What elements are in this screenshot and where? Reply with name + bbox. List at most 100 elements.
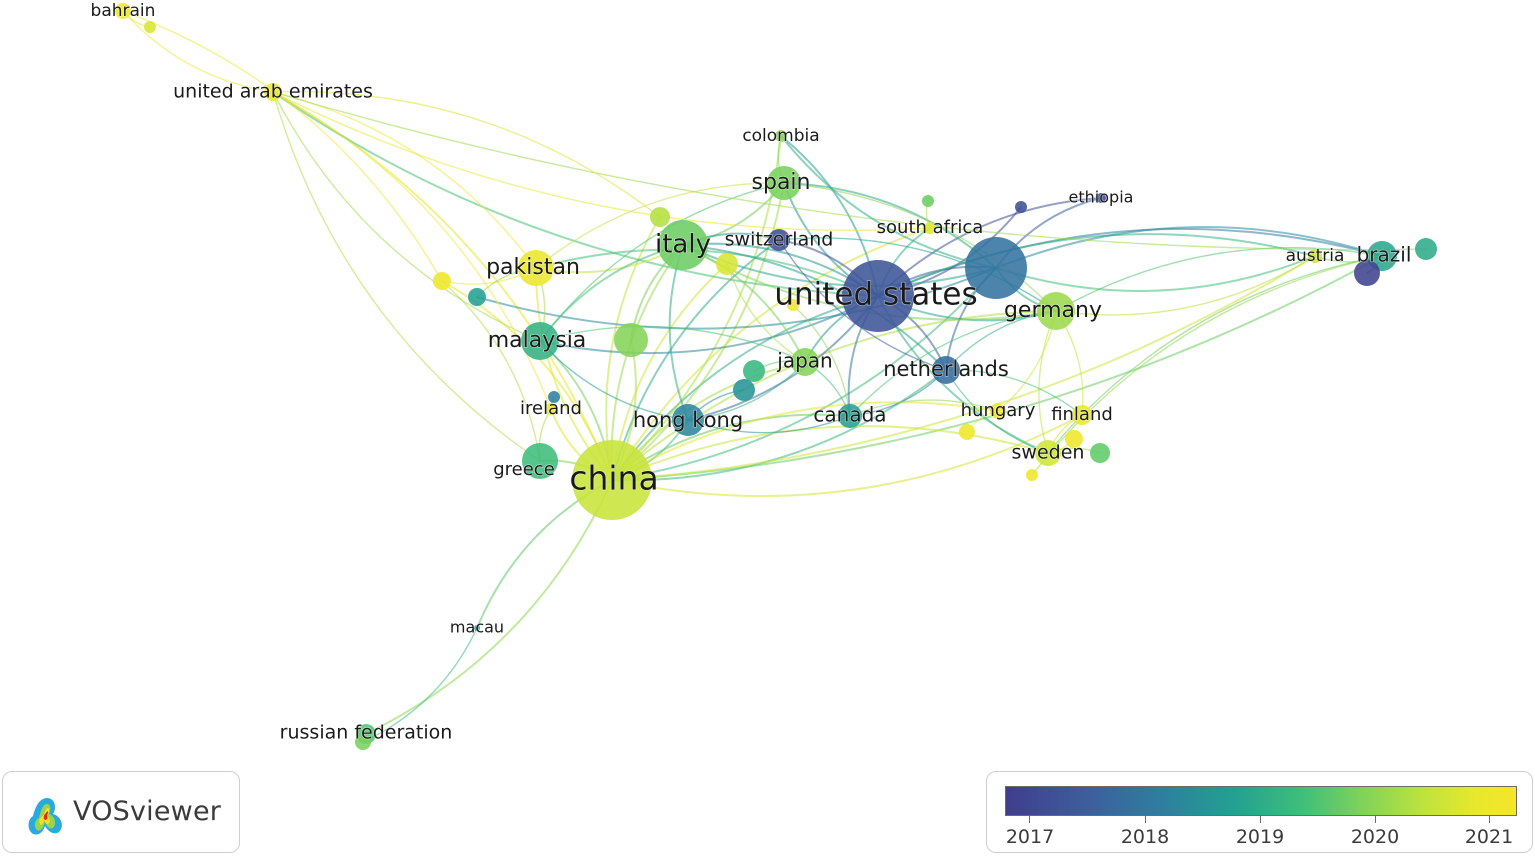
node-unl-5[interactable] — [716, 253, 738, 275]
link-japan-unl-5 — [726, 263, 806, 363]
legend-tick-label: 2021 — [1464, 826, 1514, 848]
node-unl-11[interactable] — [922, 195, 934, 207]
node-unl-9[interactable] — [1354, 260, 1380, 286]
link-china-sweden — [611, 425, 1049, 481]
link-switzerland-netherlands — [778, 239, 947, 371]
node-unl-2[interactable] — [650, 207, 670, 227]
node-label-china[interactable]: china — [569, 458, 660, 498]
node-label-netherlands[interactable]: netherlands — [883, 356, 1010, 381]
node-spain[interactable] — [767, 166, 801, 200]
node-label-hong-kong[interactable]: hong kong — [632, 407, 744, 432]
node-unl-16[interactable] — [787, 299, 799, 311]
node-label-hungary[interactable]: hungary — [960, 399, 1036, 421]
link-bahrain-unl-3 — [122, 10, 443, 282]
node-pakistan[interactable] — [518, 250, 554, 286]
node-austria[interactable] — [1308, 249, 1322, 263]
link-malaysia-japan — [539, 325, 806, 363]
node-label-austria[interactable]: austria — [1285, 245, 1345, 266]
node-big-blue[interactable] — [965, 237, 1027, 299]
link-switzerland-germany — [778, 237, 1057, 312]
node-japan[interactable] — [791, 348, 819, 376]
legend-tick-label: 2019 — [1235, 826, 1285, 848]
node-unl-19[interactable] — [355, 734, 371, 750]
node-unl-14[interactable] — [1090, 443, 1110, 463]
node-label-united-states[interactable]: united states — [774, 276, 979, 313]
node-netherlands[interactable] — [932, 356, 960, 384]
node-china[interactable] — [572, 440, 652, 520]
node-label-russian-federation[interactable]: russian federation — [279, 721, 453, 744]
node-unl-18[interactable] — [548, 391, 560, 403]
node-unl-12[interactable] — [959, 424, 975, 440]
node-bahrain[interactable] — [115, 3, 131, 19]
node-label-finland[interactable]: finland — [1051, 403, 1114, 425]
node-unl-10[interactable] — [1415, 238, 1437, 260]
node-label-italy[interactable]: italy — [654, 229, 711, 260]
node-label-south-africa[interactable]: south africa — [876, 216, 984, 238]
link-italy-netherlands — [682, 244, 947, 371]
year-color-gradient-bar — [1005, 786, 1517, 816]
link-united-states-pakistan — [535, 248, 879, 297]
node-label-spain[interactable]: spain — [751, 169, 811, 195]
node-malaysia[interactable] — [521, 322, 559, 360]
node-unl-7[interactable] — [733, 379, 755, 401]
node-colombia[interactable] — [775, 130, 787, 142]
node-hungary[interactable] — [990, 403, 1006, 419]
vosviewer-logo-button[interactable]: VOSviewer — [2, 771, 240, 853]
node-label-sweden[interactable]: sweden — [1011, 441, 1085, 464]
node-united-arab-emirates[interactable] — [264, 83, 282, 101]
link-china-south-africa — [611, 227, 931, 481]
node-unl-8[interactable] — [1015, 201, 1027, 213]
link-netherlands-finland — [945, 369, 1083, 416]
node-ireland[interactable] — [545, 403, 557, 415]
link-big-blue-austria — [995, 255, 1316, 292]
edges-layer — [122, 10, 1427, 743]
node-label-macau[interactable]: macau — [449, 617, 504, 637]
node-hong-kong[interactable] — [672, 404, 704, 436]
node-label-ethiopia[interactable]: ethiopia — [1068, 187, 1134, 207]
node-italy[interactable] — [658, 220, 708, 270]
node-label-germany[interactable]: germany — [1003, 297, 1102, 323]
node-unl-13[interactable] — [1065, 430, 1083, 448]
node-unl-15[interactable] — [1026, 469, 1038, 481]
node-label-colombia[interactable]: colombia — [742, 125, 821, 146]
legend-tick-mark — [1029, 816, 1030, 823]
node-canada[interactable] — [838, 404, 862, 428]
link-china-russian-federation — [365, 479, 613, 735]
node-unl-6[interactable] — [743, 360, 765, 382]
node-label-united-arab-emirates[interactable]: united arab emirates — [173, 80, 374, 103]
node-label-japan[interactable]: japan — [776, 348, 834, 373]
link-united-arab-emirates-greece — [272, 91, 541, 462]
node-unl-3[interactable] — [433, 272, 451, 290]
node-ethiopia[interactable] — [1096, 193, 1106, 203]
node-greece[interactable] — [522, 443, 558, 479]
node-label-ireland[interactable]: ireland — [519, 397, 582, 419]
node-switzerland[interactable] — [768, 229, 790, 251]
node-germany[interactable] — [1037, 292, 1075, 330]
link-macau-unl-19 — [362, 627, 478, 743]
node-label-switzerland[interactable]: switzerland — [724, 228, 834, 251]
node-finland[interactable] — [1072, 405, 1092, 425]
node-sweden[interactable] — [1035, 440, 1061, 466]
node-united-states[interactable] — [842, 260, 914, 332]
node-south-africa[interactable] — [924, 222, 936, 234]
node-label-pakistan[interactable]: pakistan — [485, 254, 580, 280]
link-spain-malaysia — [539, 182, 785, 342]
node-label-greece[interactable]: greece — [493, 458, 556, 480]
node-unl-17[interactable] — [144, 21, 156, 33]
link-canada-unl-16 — [792, 304, 851, 417]
node-macau[interactable] — [474, 625, 480, 631]
link-china-austria — [611, 255, 1316, 481]
labels-layer: china united states italy spain pakistan mala… — [90, 0, 1412, 744]
link-united-states-austria — [877, 233, 1316, 297]
node-unl-4[interactable] — [468, 288, 486, 306]
node-label-canada[interactable]: canada — [813, 402, 887, 427]
node-label-brazil[interactable]: brazil — [1356, 242, 1412, 267]
node-label-malaysia[interactable]: malaysia — [487, 327, 587, 353]
link-united-states-united-arab-emirates — [272, 91, 879, 297]
node-label-bahrain[interactable]: bahrain — [90, 0, 156, 21]
node-unl-1[interactable] — [614, 323, 648, 357]
link-china-netherlands — [611, 369, 947, 482]
link-china-big-blue — [611, 267, 997, 481]
link-united-arab-emirates-unl-10 — [272, 91, 1427, 251]
